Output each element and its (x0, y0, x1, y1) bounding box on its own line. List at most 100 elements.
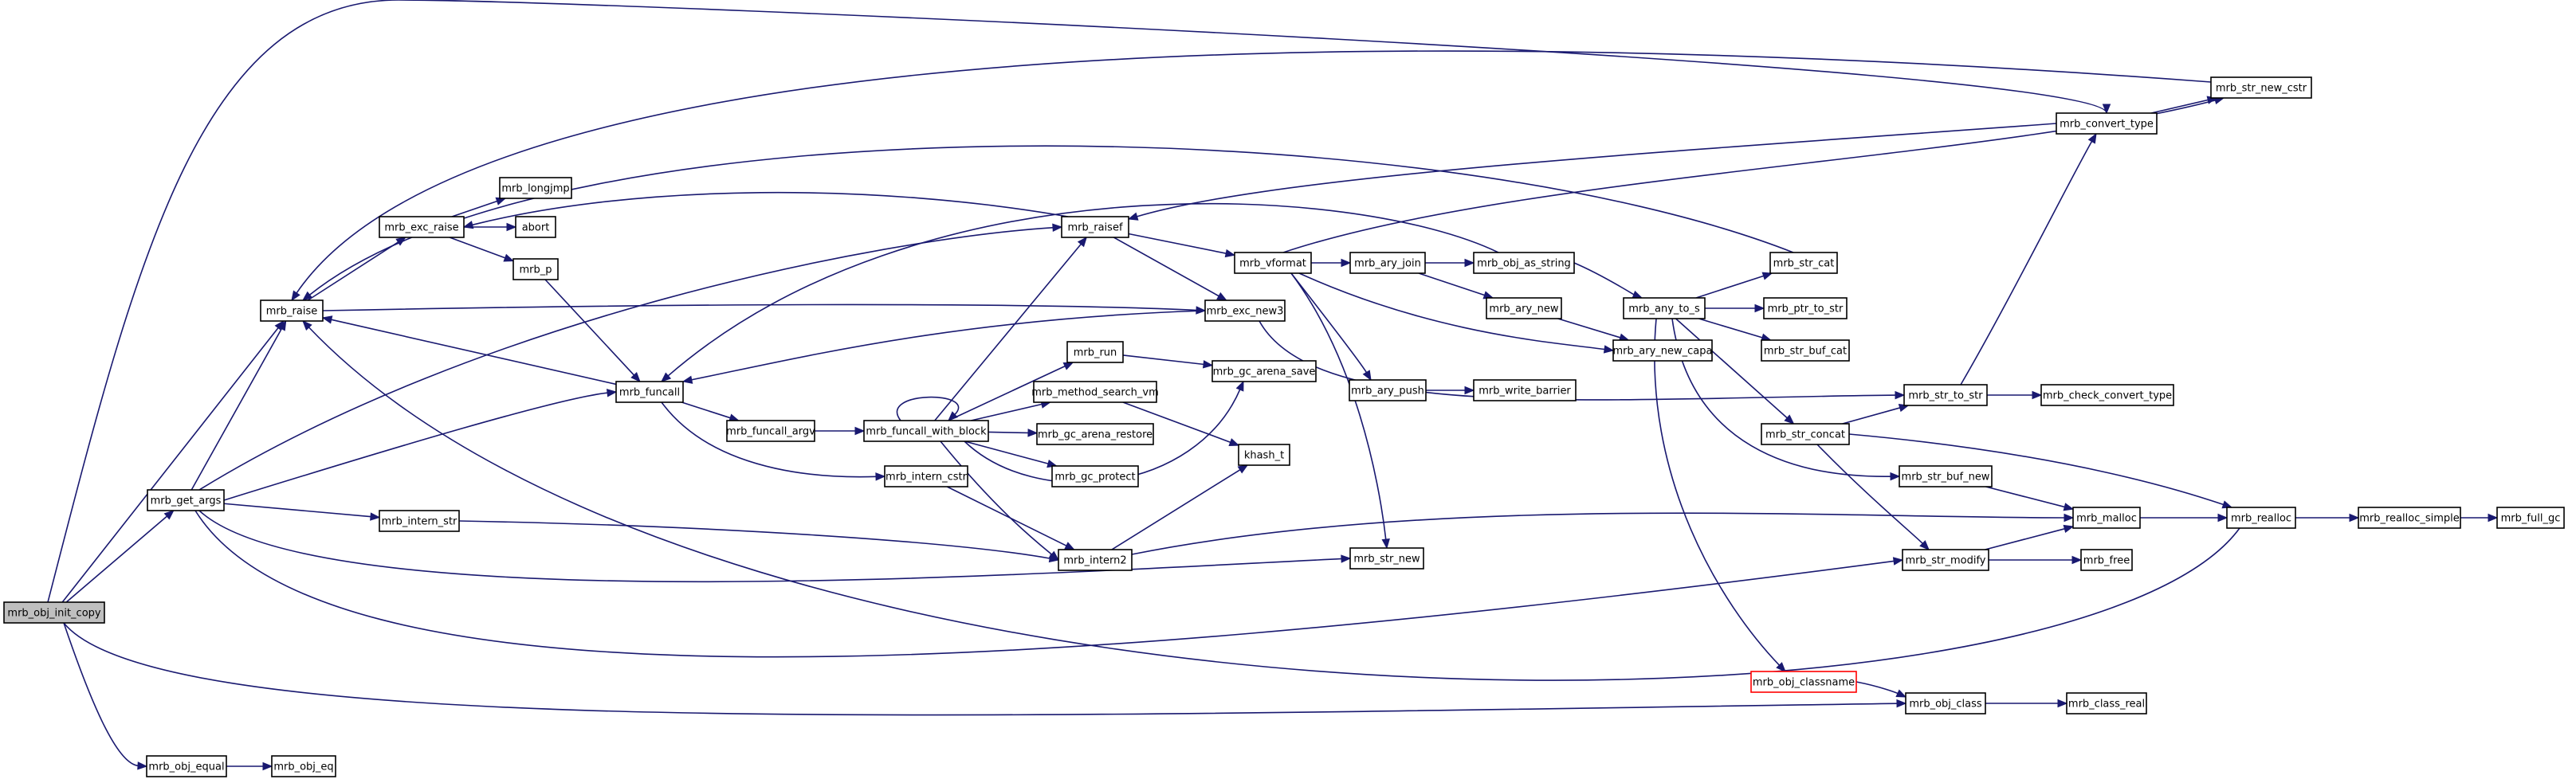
node-box[interactable] (1486, 297, 1562, 319)
node-mrb_obj_eq[interactable]: mrb_obj_eq (271, 755, 336, 777)
node-box[interactable] (2056, 112, 2158, 135)
node-box[interactable] (379, 510, 460, 532)
node-box[interactable] (1234, 252, 1312, 274)
node-mrb_get_args[interactable]: mrb_get_args (147, 489, 225, 511)
node-box[interactable] (2210, 76, 2312, 99)
node-box[interactable] (260, 299, 324, 322)
node-mrb_any_to_s[interactable]: mrb_any_to_s (1623, 297, 1706, 319)
node-box[interactable] (1763, 297, 1848, 319)
node-mrb_p[interactable]: mrb_p (512, 258, 559, 280)
node-mrb_gc_arena_save[interactable]: mrb_gc_arena_save (1211, 360, 1317, 382)
node-box[interactable] (1905, 692, 1986, 714)
node-box[interactable] (2040, 384, 2174, 406)
node-box[interactable] (512, 258, 559, 280)
node-mrb_ary_new_capa[interactable]: mrb_ary_new_capa (1612, 339, 1713, 362)
node-mrb_write_barrier[interactable]: mrb_write_barrier (1473, 379, 1577, 401)
node-box[interactable] (1211, 360, 1317, 382)
node-mrb_obj_classname[interactable]: mrb_obj_classname (1750, 671, 1857, 693)
node-box[interactable] (1761, 339, 1850, 362)
node-mrb_run[interactable]: mrb_run (1066, 341, 1124, 363)
node-mrb_exc_new3[interactable]: mrb_exc_new3 (1204, 299, 1286, 322)
node-box[interactable] (146, 755, 227, 777)
node-box[interactable] (1061, 216, 1129, 238)
node-mrb_gc_arena_restore[interactable]: mrb_gc_arena_restore (1036, 423, 1154, 445)
node-mrb_exc_raise[interactable]: mrb_exc_raise (379, 216, 465, 238)
node-mrb_malloc[interactable]: mrb_malloc (2072, 507, 2141, 529)
node-mrb_intern_cstr[interactable]: mrb_intern_cstr (884, 465, 968, 487)
node-box[interactable] (2496, 507, 2565, 529)
node-mrb_str_modify[interactable]: mrb_str_modify (1902, 549, 1989, 571)
node-box[interactable] (1066, 341, 1124, 363)
node-mrb_gc_protect[interactable]: mrb_gc_protect (1051, 465, 1139, 487)
node-box[interactable] (1473, 379, 1577, 401)
node-mrb_str_buf_new[interactable]: mrb_str_buf_new (1899, 465, 1993, 487)
node-mrb_free[interactable]: mrb_free (2080, 549, 2133, 571)
node-mrb_str_buf_cat[interactable]: mrb_str_buf_cat (1761, 339, 1850, 362)
node-box[interactable] (1473, 252, 1575, 274)
node-mrb_obj_class[interactable]: mrb_obj_class (1905, 692, 1986, 714)
node-box[interactable] (1033, 381, 1157, 403)
node-mrb_convert_type[interactable]: mrb_convert_type (2056, 112, 2158, 135)
node-khash_t[interactable]: khash_t (1238, 444, 1290, 466)
node-box[interactable] (147, 489, 225, 511)
node-mrb_obj_equal[interactable]: mrb_obj_equal (146, 755, 227, 777)
node-mrb_raise[interactable]: mrb_raise (260, 299, 324, 322)
node-box[interactable] (499, 177, 572, 199)
node-mrb_vformat[interactable]: mrb_vformat (1234, 252, 1312, 274)
node-box[interactable] (1761, 423, 1850, 445)
node-mrb_longjmp[interactable]: mrb_longjmp (499, 177, 572, 199)
node-box[interactable] (1612, 339, 1713, 362)
node-box[interactable] (1899, 465, 1993, 487)
node-box[interactable] (515, 216, 556, 238)
node-box[interactable] (1051, 465, 1139, 487)
node-mrb_str_to_str[interactable]: mrb_str_to_str (1903, 384, 1988, 406)
node-mrb_obj_init_copy[interactable]: mrb_obj_init_copy (3, 601, 105, 624)
node-box[interactable] (1349, 547, 1424, 570)
node-mrb_str_cat[interactable]: mrb_str_cat (1769, 252, 1838, 274)
node-box[interactable] (1204, 299, 1286, 322)
node-box[interactable] (726, 420, 815, 442)
node-mrb_raisef[interactable]: mrb_raisef (1061, 216, 1129, 238)
node-box[interactable] (1769, 252, 1838, 274)
node-abort[interactable]: abort (515, 216, 556, 238)
node-mrb_class_real[interactable]: mrb_class_real (2066, 692, 2147, 714)
node-mrb_method_search_vm[interactable]: mrb_method_search_vm (1031, 381, 1159, 403)
node-box[interactable] (3, 601, 105, 624)
node-mrb_str_concat[interactable]: mrb_str_concat (1761, 423, 1850, 445)
node-box[interactable] (379, 216, 465, 238)
node-mrb_full_gc[interactable]: mrb_full_gc (2496, 507, 2565, 529)
node-box[interactable] (1349, 252, 1426, 274)
node-box[interactable] (271, 755, 336, 777)
node-box[interactable] (1623, 297, 1706, 319)
node-box[interactable] (1058, 549, 1133, 571)
node-box[interactable] (1750, 671, 1857, 693)
node-mrb_funcall_with_block[interactable]: mrb_funcall_with_block (863, 420, 989, 442)
node-box[interactable] (2358, 507, 2461, 529)
node-box[interactable] (1902, 549, 1989, 571)
node-box[interactable] (1238, 444, 1290, 466)
node-box[interactable] (2072, 507, 2141, 529)
node-mrb_intern_str[interactable]: mrb_intern_str (379, 510, 460, 532)
node-mrb_funcall_argv[interactable]: mrb_funcall_argv (726, 420, 815, 442)
node-mrb_obj_as_string[interactable]: mrb_obj_as_string (1473, 252, 1575, 274)
node-mrb_ary_join[interactable]: mrb_ary_join (1349, 252, 1426, 274)
node-mrb_ptr_to_str[interactable]: mrb_ptr_to_str (1763, 297, 1848, 319)
node-box[interactable] (2226, 507, 2296, 529)
node-mrb_realloc[interactable]: mrb_realloc (2226, 507, 2296, 529)
node-mrb_ary_push[interactable]: mrb_ary_push (1349, 379, 1427, 401)
node-box[interactable] (2080, 549, 2133, 571)
node-box[interactable] (1036, 423, 1154, 445)
node-mrb_ary_new[interactable]: mrb_ary_new (1486, 297, 1562, 319)
node-mrb_funcall[interactable]: mrb_funcall (615, 381, 684, 403)
node-box[interactable] (863, 420, 989, 442)
node-box[interactable] (2066, 692, 2147, 714)
node-mrb_check_convert_type[interactable]: mrb_check_convert_type (2040, 384, 2174, 406)
node-box[interactable] (615, 381, 684, 403)
node-mrb_realloc_simple[interactable]: mrb_realloc_simple (2358, 507, 2461, 529)
node-box[interactable] (884, 465, 968, 487)
node-mrb_str_new_cstr[interactable]: mrb_str_new_cstr (2210, 76, 2312, 99)
node-mrb_str_new[interactable]: mrb_str_new (1349, 547, 1424, 570)
node-box[interactable] (1903, 384, 1988, 406)
node-mrb_intern2[interactable]: mrb_intern2 (1058, 549, 1133, 571)
node-box[interactable] (1349, 379, 1427, 401)
